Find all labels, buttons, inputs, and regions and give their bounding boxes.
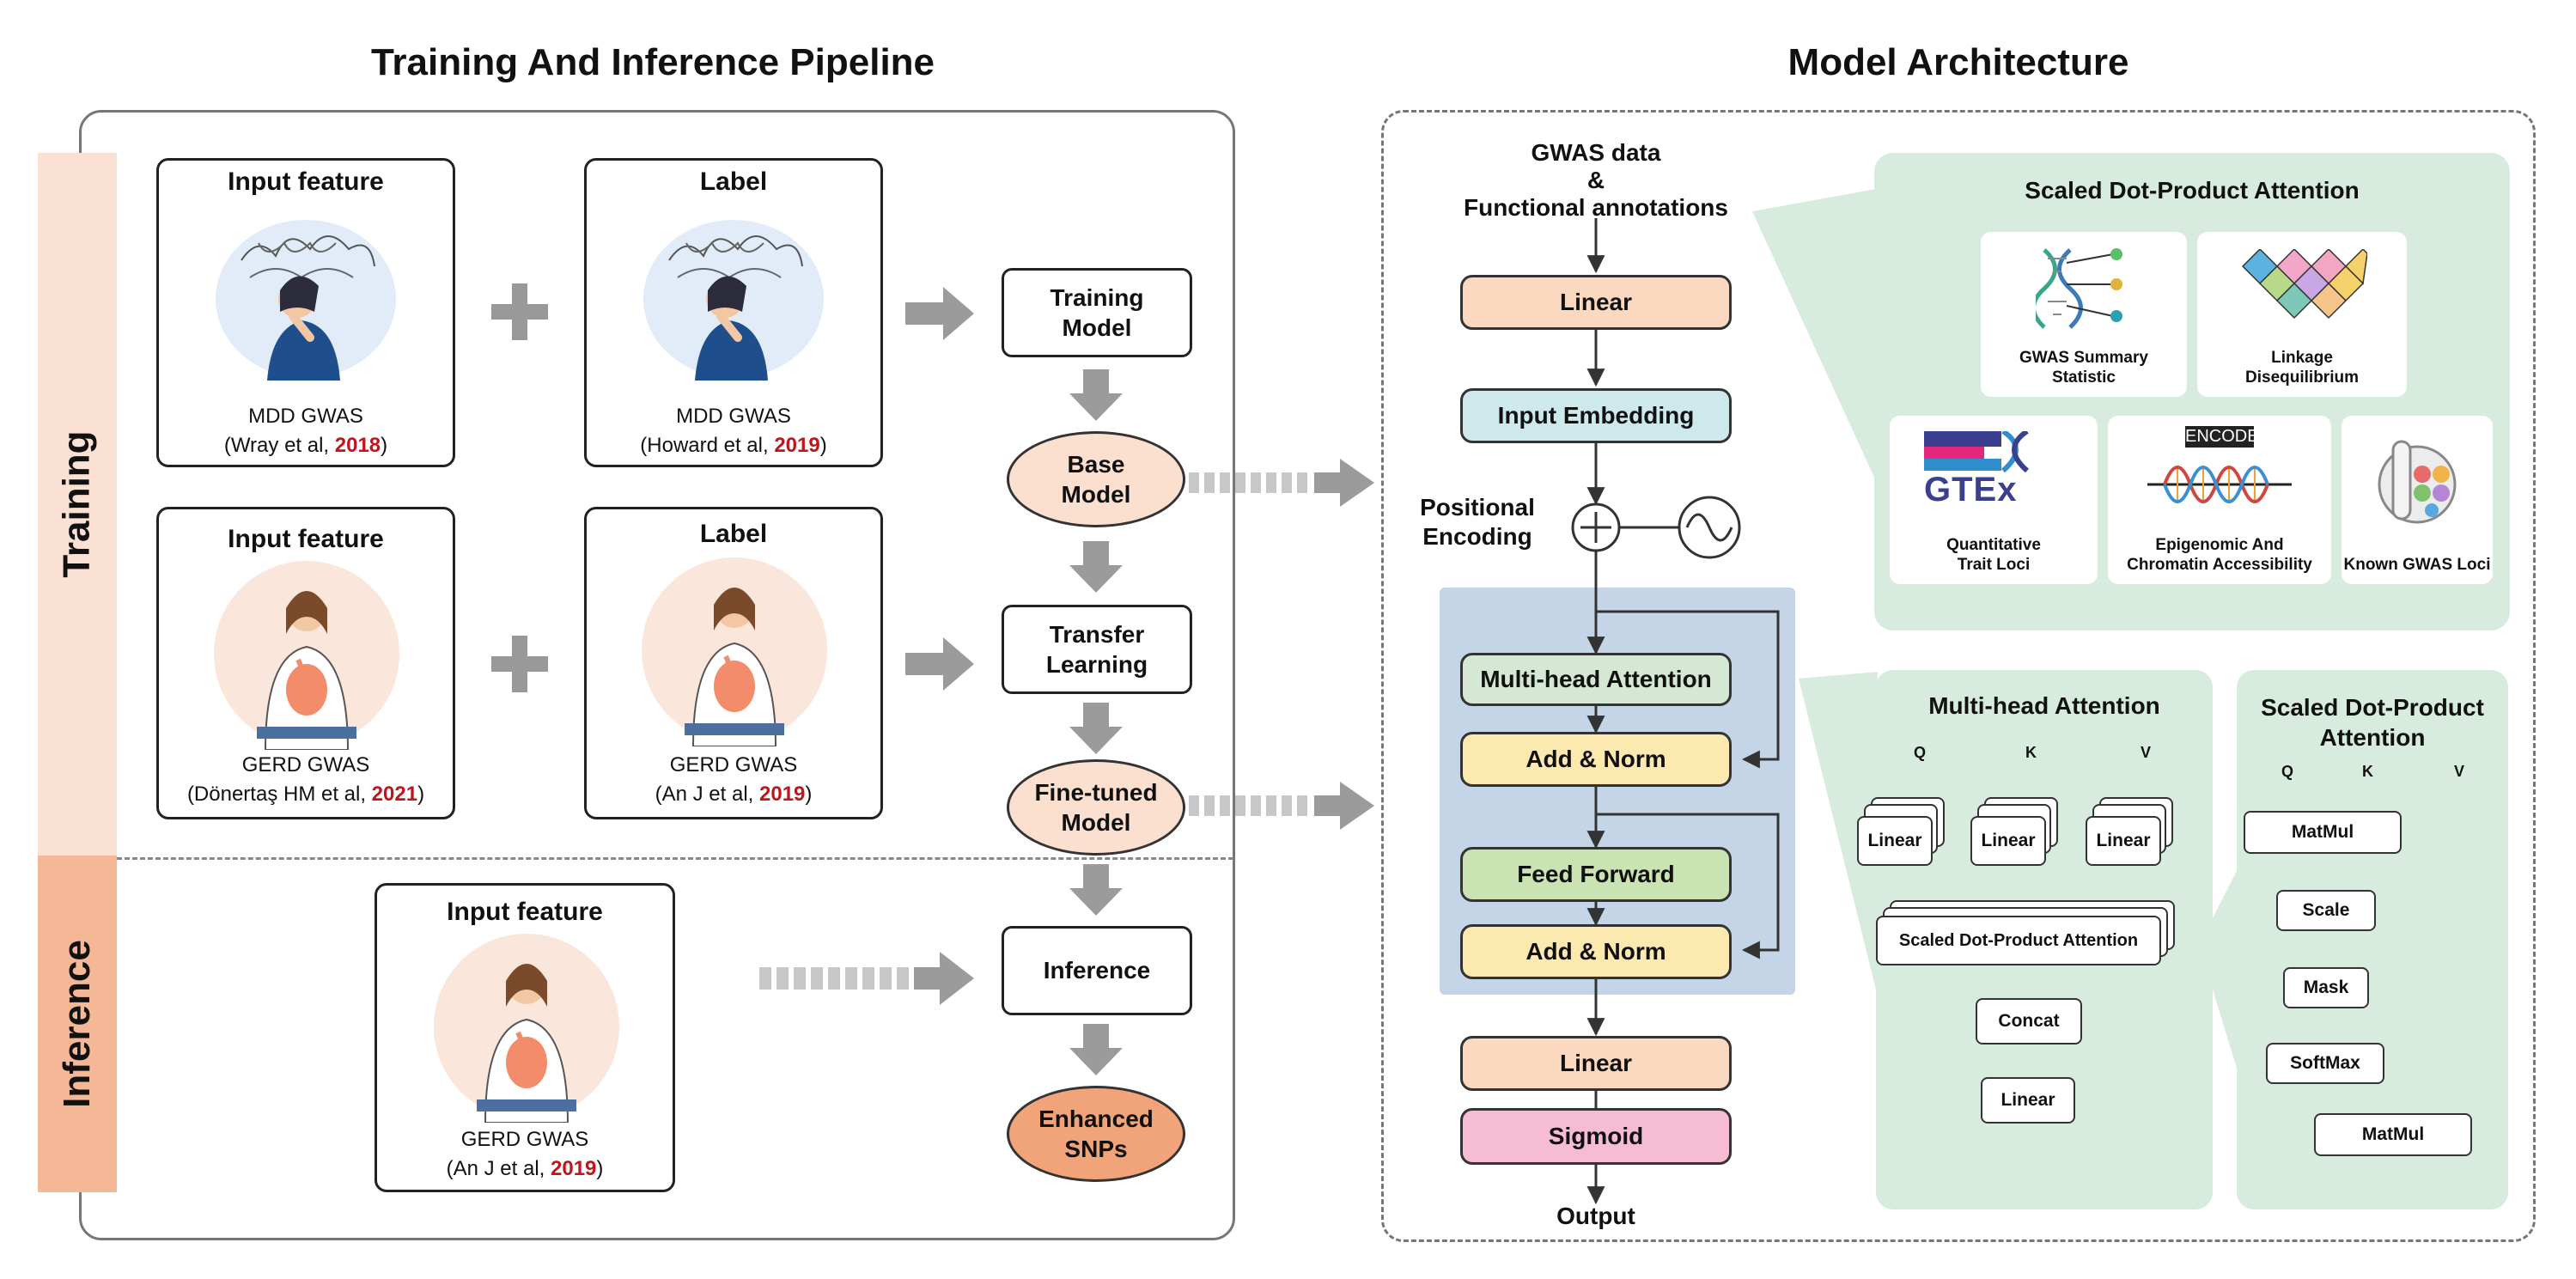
feed-forward-block: Feed Forward — [1460, 847, 1732, 902]
training-model-box: Training Model — [1002, 268, 1192, 357]
scale-block: Scale — [2276, 890, 2376, 931]
card-citation: (Howard et al, 2019) — [640, 434, 827, 457]
encode-logo-icon: ENCODE — [2147, 426, 2292, 521]
arrow-down-icon — [1069, 369, 1123, 421]
reflux-person-illustration — [417, 934, 636, 1124]
mdd-input-card: Input feature MDD GWAS (Wray et al, 2018… — [156, 158, 455, 467]
reflux-person-illustration — [624, 557, 844, 747]
concat-block: Concat — [1976, 998, 2082, 1045]
card-title: Input feature — [228, 167, 384, 196]
card-title: Label — [699, 167, 768, 196]
q-label: Q — [2281, 763, 2294, 780]
right-heading: Model Architecture — [1787, 41, 2129, 83]
arrow-down-icon — [1069, 703, 1123, 754]
mha-linear-out-block: Linear — [1981, 1077, 2075, 1124]
architecture-input-label: GWAS data & Functional annotations — [1464, 139, 1728, 222]
card-dataset: GERD GWAS — [241, 753, 370, 777]
gerd-input-card: Input feature GERD GWAS (Dönertaş HM et … — [156, 507, 455, 819]
plus-icon — [491, 283, 548, 340]
enhanced-snps-ellipse: Enhanced SNPs — [1007, 1086, 1185, 1182]
card-title: Input feature — [447, 898, 603, 926]
inference-band: Inference — [38, 856, 117, 1192]
card-dataset: MDD GWAS — [248, 405, 363, 428]
mha-block: Multi-head Attention — [1460, 653, 1732, 706]
base-model-ellipse: Base Model — [1007, 431, 1185, 527]
q-label: Q — [1914, 744, 1927, 761]
left-heading: Training And Inference Pipeline — [370, 41, 935, 83]
training-inference-divider — [117, 857, 1233, 860]
matmul-block-1: MatMul — [2244, 811, 2402, 854]
card-citation: (An J et al, 2019) — [446, 1157, 604, 1180]
sdpa-feature-panel: Scaled Dot-Product Attention GWAS Summar… — [1874, 153, 2510, 630]
card-citation: (Dönertaş HM et al, 2021) — [186, 783, 425, 806]
panel-title: Scaled Dot-Product Attention — [2025, 177, 2360, 204]
linear-q: Linear — [1857, 816, 1933, 866]
card-dataset: GERD GWAS — [460, 1128, 589, 1151]
card-title: Input feature — [228, 525, 384, 553]
card-dataset: MDD GWAS — [676, 405, 791, 428]
tile-label: Known GWAS Loci — [2343, 556, 2491, 575]
dna-helix-icon — [2036, 248, 2122, 329]
k-label: K — [2362, 763, 2373, 780]
k-label: K — [2025, 744, 2037, 761]
dashed-arrow-icon — [1189, 459, 1374, 507]
loci-icon — [2378, 440, 2457, 524]
inference-box: Inference — [1002, 926, 1192, 1015]
panel-title: Multi-head Attention — [1928, 692, 2160, 719]
arrow-down-icon — [1069, 1024, 1123, 1075]
input-embedding-block: Input Embedding — [1460, 388, 1732, 443]
stressed-person-illustration — [207, 209, 405, 381]
mdd-label-card: Label MDD GWAS (Howard et al, 2019) — [584, 158, 883, 467]
card-title: Label — [699, 520, 768, 548]
linear-k: Linear — [1970, 816, 2046, 866]
sigmoid-block: Sigmoid — [1460, 1108, 1732, 1165]
transfer-learning-box: Transfer Learning — [1002, 605, 1192, 694]
ld-heatmap-icon — [2241, 249, 2367, 320]
arrow-right-icon — [905, 637, 974, 691]
softmax-block: SoftMax — [2266, 1043, 2384, 1084]
gtex-logo-icon: GTEx — [1924, 429, 2061, 517]
linear-in-block: Linear — [1460, 275, 1732, 330]
reflux-person-illustration — [197, 561, 417, 751]
architecture-frame — [1381, 110, 2536, 1242]
plus-icon — [491, 636, 548, 692]
gerd-label-card: Label GERD GWAS (An J et al, 2019) — [584, 507, 883, 819]
output-label: Output — [1556, 1203, 1635, 1229]
dashed-arrow-icon — [1189, 782, 1374, 830]
known-gwas-loci-tile: Known GWAS Loci — [2342, 416, 2493, 584]
arrow-right-icon — [905, 287, 974, 340]
finetuned-model-ellipse: Fine-tuned Model — [1007, 759, 1185, 856]
mha-sdpa-block: Scaled Dot-Product Attention — [1876, 916, 2161, 965]
card-citation: (An J et al, 2019) — [655, 783, 813, 806]
linear-v: Linear — [2086, 816, 2161, 866]
card-dataset: GERD GWAS — [669, 753, 798, 777]
add-norm-block-1: Add & Norm — [1460, 732, 1732, 787]
stressed-person-illustration — [635, 209, 832, 381]
dashed-arrow-icon — [759, 952, 974, 1005]
card-citation: (Wray et al, 2018) — [223, 434, 388, 457]
arrow-down-icon — [1069, 541, 1123, 593]
v-label: V — [2454, 763, 2465, 780]
mask-block: Mask — [2283, 967, 2369, 1008]
arrow-down-icon — [1069, 864, 1123, 916]
add-norm-block-2: Add & Norm — [1460, 924, 1732, 979]
inference-input-card: Input feature GERD GWAS (An J et al, 201… — [375, 883, 675, 1192]
positional-encoding-label: Positional Encoding — [1420, 494, 1535, 550]
v-label: V — [2141, 744, 2152, 761]
training-band: Training — [38, 153, 117, 856]
matmul-block-2: MatMul — [2314, 1113, 2472, 1156]
linear-out-block: Linear — [1460, 1036, 1732, 1091]
